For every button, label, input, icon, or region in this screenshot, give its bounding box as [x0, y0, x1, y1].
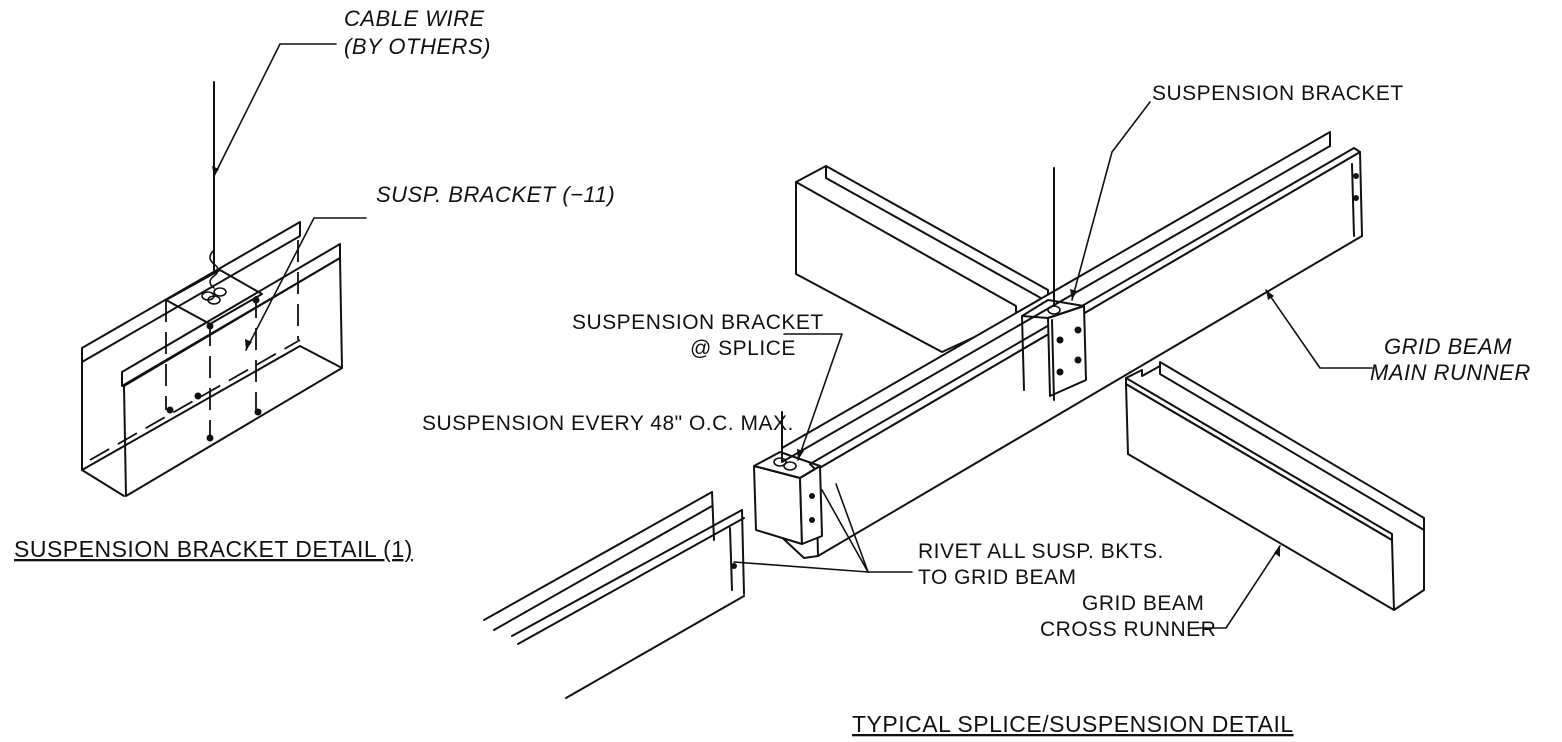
- leader-arrow: [212, 166, 219, 176]
- left-wire-twist: [209, 249, 219, 289]
- lower-cross-runner-flange: [1125, 377, 1393, 541]
- wire-loop: [213, 287, 227, 297]
- lower-cross-runner-notch: [1125, 365, 1161, 379]
- rivet-label-2: TO GRID BEAM: [918, 566, 1076, 589]
- wire-loop: [207, 295, 221, 305]
- left-segment-bottom: [565, 595, 745, 699]
- right-assembly-drawing: [483, 101, 1425, 699]
- left-segment-line-3: [511, 509, 743, 637]
- rivet-dot: [206, 434, 214, 442]
- rivet-dot: [1074, 326, 1082, 334]
- rivet-label-1: RIVET ALL SUSP. BKTS.: [918, 540, 1164, 563]
- splice-bracket-label-1: SUSPENSION BRACKET: [572, 311, 824, 334]
- left-segment-line-2: [493, 505, 713, 631]
- rivet-dot: [206, 322, 214, 330]
- rivet-dot: [252, 296, 260, 304]
- right-detail-title: TYPICAL SPLICE/SUSPENSION DETAIL: [852, 711, 1294, 737]
- left-back-flange: [81, 221, 301, 363]
- wire-loop: [1047, 305, 1061, 315]
- rivet-dot: [166, 406, 174, 414]
- cross-runner-leader: [1197, 545, 1281, 629]
- rivet-dot: [194, 392, 202, 400]
- rivet-leader-2: [821, 489, 869, 573]
- rivet-dot: [254, 408, 262, 416]
- left-segment-line-4: [517, 517, 745, 645]
- rivet-dot: [809, 517, 815, 523]
- splice-bracket-leader: [783, 333, 843, 461]
- susp-bracket-label: SUSP. BRACKET (−11): [376, 182, 615, 207]
- wire-loop: [783, 461, 797, 471]
- left-back-plate: [81, 361, 125, 497]
- left-front-plate: [123, 257, 343, 497]
- rivet-dot: [1056, 336, 1064, 344]
- leader-arrow: [1266, 290, 1274, 300]
- cross-runner-label-1: GRID BEAM: [1082, 592, 1204, 615]
- left-segment-end-1: [711, 491, 715, 541]
- junction-bracket-mid: [1051, 319, 1055, 401]
- leader-arrow: [245, 339, 252, 350]
- splice-bracket-front: [753, 465, 803, 545]
- cable-wire-label-1: CABLE WIRE: [344, 6, 485, 31]
- leader-arrow: [1274, 546, 1280, 557]
- junction-bracket-side: [1021, 315, 1025, 391]
- susp-bracket-leader: [245, 217, 367, 351]
- hidden-line-1: [89, 339, 301, 461]
- left-segment-end-2: [741, 509, 745, 595]
- rivet-dot: [1353, 173, 1359, 179]
- lower-cross-runner-bottom: [1393, 529, 1425, 611]
- main-runner-label-1: GRID BEAM: [1384, 334, 1512, 359]
- splice-bracket-top: [753, 451, 821, 479]
- left-bracket-drawing: [81, 43, 367, 497]
- leader-arrow: [797, 449, 804, 460]
- rivet-dot: [1056, 368, 1064, 376]
- main-runner-label-2: MAIN RUNNER: [1370, 360, 1531, 385]
- rivet-dot: [1353, 195, 1359, 201]
- left-detail-title: SUSPENSION BRACKET DETAIL (1): [14, 536, 413, 562]
- splice-bracket-side: [799, 465, 823, 545]
- left-bracket-top: [165, 269, 263, 325]
- rivet-dot: [731, 563, 737, 569]
- cable-wire-leader: [213, 43, 337, 177]
- wire-loop: [773, 457, 787, 467]
- suspension-bracket-leader: [1071, 101, 1151, 301]
- upper-cross-runner-web: [795, 181, 1017, 353]
- left-segment-rivet-line: [729, 527, 733, 591]
- upper-cross-runner-edge: [795, 165, 827, 183]
- cross-runner-label-2: CROSS RUNNER: [1040, 618, 1216, 641]
- junction-bracket-top: [1021, 299, 1085, 319]
- main-runner-end-mark: [1351, 163, 1355, 237]
- suspension-every-label: SUSPENSION EVERY 48" O.C. MAX.: [422, 412, 794, 435]
- rivet-leader-3: [835, 483, 869, 573]
- suspension-bracket-label: SUSPENSION BRACKET: [1152, 82, 1404, 105]
- leader-arrow: [1070, 289, 1077, 300]
- rivet-dot: [809, 493, 815, 499]
- splice-bracket-label-2: @ SPLICE: [690, 337, 796, 360]
- left-segment-line-1: [483, 491, 713, 621]
- rivet-leader-1: [733, 561, 913, 573]
- rivet-dot: [1074, 356, 1082, 364]
- main-runner-leader: [1265, 289, 1373, 369]
- cable-wire-label-2: (BY OTHERS): [344, 34, 491, 59]
- left-bottom: [81, 345, 343, 471]
